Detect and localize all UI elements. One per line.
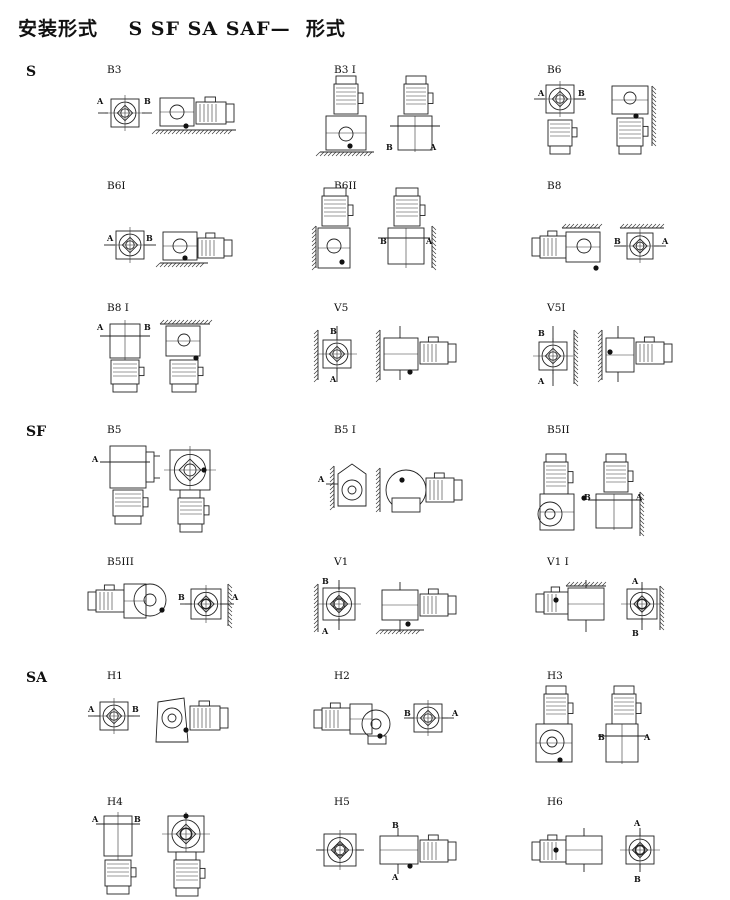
group-label-sa: SA xyxy=(26,670,47,686)
diagram-h6: AB xyxy=(531,818,660,884)
group-label-sf: SF xyxy=(26,424,47,440)
cell-label-v1i: V1 I xyxy=(547,556,569,568)
cell-label-h1: H1 xyxy=(107,670,123,682)
diagram-v5: BA xyxy=(313,326,457,384)
svg-text:A: A xyxy=(391,872,399,882)
cell-label-b5ii: B5II xyxy=(547,424,570,436)
svg-text:A: A xyxy=(643,732,651,742)
svg-text:B: B xyxy=(632,628,639,638)
diagram-b5i: A xyxy=(317,463,463,513)
svg-text:A: A xyxy=(537,88,545,98)
cell-label-h3: H3 xyxy=(547,670,563,682)
svg-text:B: B xyxy=(144,96,151,106)
diagram-h5: BA xyxy=(316,820,457,882)
svg-text:B: B xyxy=(178,592,185,602)
cell-label-b6: B6 xyxy=(547,64,562,76)
svg-text:B: B xyxy=(598,732,605,742)
svg-text:A: A xyxy=(635,492,643,502)
svg-text:A: A xyxy=(425,236,433,246)
cell-label-b5: B5 xyxy=(107,424,122,436)
svg-text:A: A xyxy=(231,592,239,602)
svg-text:A: A xyxy=(631,576,639,586)
svg-text:B: B xyxy=(146,233,153,243)
svg-text:A: A xyxy=(87,704,95,714)
cell-label-h2: H2 xyxy=(334,670,350,682)
cell-label-b3i: B3 I xyxy=(334,64,356,76)
svg-text:B: B xyxy=(578,88,585,98)
cell-label-b5iii: B5III xyxy=(107,556,134,568)
svg-text:A: A xyxy=(661,236,669,246)
svg-text:B: B xyxy=(330,326,337,336)
cell-label-v5: V5 xyxy=(334,302,349,314)
svg-text:B: B xyxy=(132,704,139,714)
svg-text:A: A xyxy=(537,376,545,386)
svg-text:B: B xyxy=(392,820,399,830)
cell-label-b6i: B6I xyxy=(107,180,126,192)
svg-text:A: A xyxy=(429,142,437,152)
svg-text:A: A xyxy=(91,454,99,464)
svg-text:B: B xyxy=(538,328,545,338)
svg-text:B: B xyxy=(404,708,411,718)
diagram-v5i: BA xyxy=(533,326,673,387)
svg-text:B: B xyxy=(322,576,329,586)
svg-text:B: B xyxy=(134,814,141,824)
svg-text:A: A xyxy=(96,322,104,332)
svg-text:B: B xyxy=(584,492,591,502)
cell-label-h4: H4 xyxy=(107,796,123,808)
cell-label-b8i: B8 I xyxy=(107,302,129,314)
svg-text:A: A xyxy=(96,96,104,106)
svg-text:A: A xyxy=(91,814,99,824)
cell-label-v1: V1 xyxy=(334,556,349,568)
cell-label-b3: B3 xyxy=(107,64,122,76)
svg-text:A: A xyxy=(317,474,325,484)
svg-text:B: B xyxy=(144,322,151,332)
cell-label-v5i: V5I xyxy=(547,302,566,314)
cell-label-b5i: B5 I xyxy=(334,424,356,436)
svg-text:B: B xyxy=(380,236,387,246)
group-label-s: S xyxy=(26,64,37,80)
svg-text:B: B xyxy=(386,142,393,152)
cell-label-h5: H5 xyxy=(334,796,350,808)
svg-text:B: B xyxy=(634,874,641,884)
svg-text:A: A xyxy=(321,626,329,636)
diagram-v1i: AB xyxy=(535,576,665,638)
page-title: 安装形式 S SF SA SAF— 形式 xyxy=(18,18,346,40)
svg-text:A: A xyxy=(633,818,641,828)
diagram-b5: A xyxy=(91,445,216,533)
svg-text:B: B xyxy=(614,236,621,246)
svg-text:A: A xyxy=(451,708,459,718)
cell-label-b8: B8 xyxy=(547,180,562,192)
cell-label-h6: H6 xyxy=(547,796,563,808)
svg-text:A: A xyxy=(329,374,337,384)
diagram-v1: BA xyxy=(313,576,457,636)
svg-text:A: A xyxy=(106,233,114,243)
